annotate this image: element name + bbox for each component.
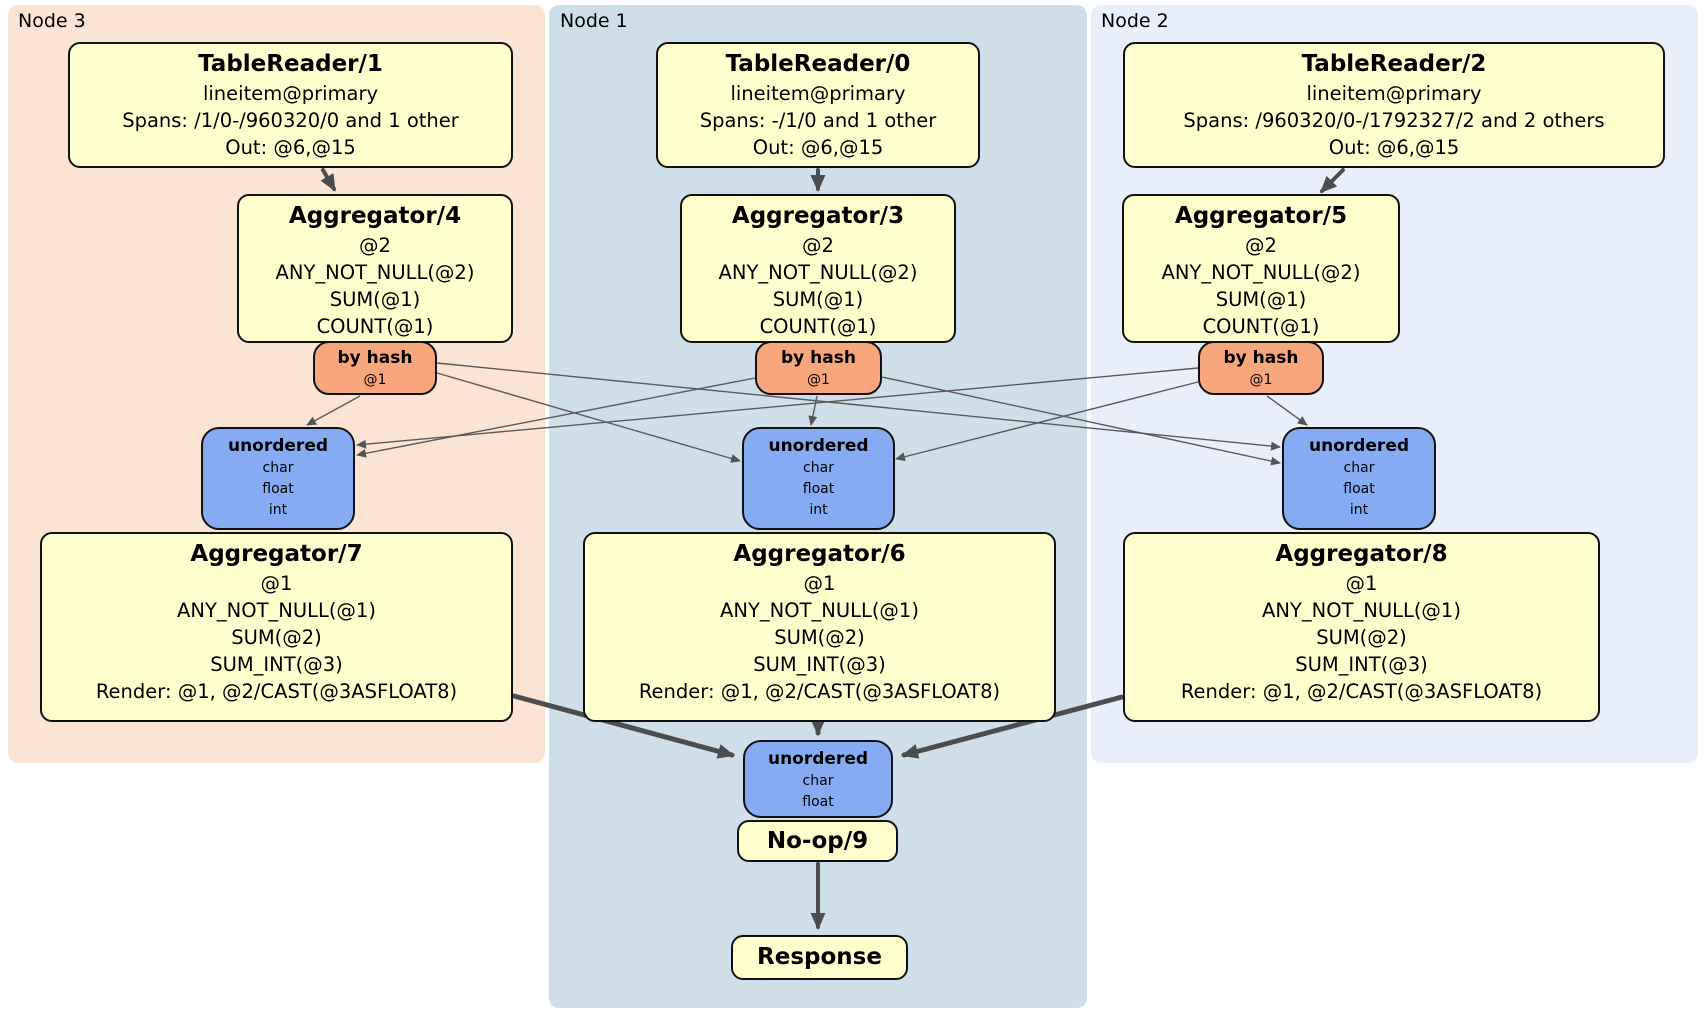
processor-render: Render: @1, @2/CAST(@3ASFLOAT8) — [1180, 680, 1543, 703]
node1-label: Node 1 — [560, 10, 628, 32]
sync-unordered-node3: unordered char float int — [201, 427, 355, 530]
processor-title: Aggregator/4 — [288, 203, 462, 229]
processor-index: lineitem@primary — [730, 82, 906, 105]
processor-title: Aggregator/8 — [1275, 541, 1448, 567]
processor-render: Render: @1, @2/CAST(@3ASFLOAT8) — [638, 680, 1001, 703]
sync-unordered-node1: unordered char float int — [742, 427, 895, 530]
processor-spans: Spans: /960320/0-/1792327/2 and 2 others — [1183, 109, 1605, 132]
processor-out: Out: @6,@15 — [752, 136, 884, 159]
processor-title: Aggregator/5 — [1174, 203, 1348, 229]
processor-index: lineitem@primary — [1306, 82, 1482, 105]
router-by-hash-node3: by hash @1 — [313, 341, 437, 395]
router-by-hash-node1: by hash @1 — [755, 341, 882, 395]
processor-tablereader-0: TableReader/0 lineitem@primary Spans: -/… — [656, 42, 980, 168]
processor-index: lineitem@primary — [202, 82, 379, 105]
router-by-hash-node2: by hash @1 — [1198, 341, 1324, 395]
processor-tablereader-1: TableReader/1 lineitem@primary Spans: /1… — [68, 42, 513, 168]
processor-title: No-op/9 — [766, 827, 869, 854]
processor-out: Out: @6,@15 — [225, 136, 356, 159]
sync-unordered-node2: unordered char float int — [1282, 427, 1436, 530]
processor-render: Render: @1, @2/CAST(@3ASFLOAT8) — [95, 680, 458, 703]
processor-title: Response — [757, 944, 882, 970]
processor-title: TableReader/0 — [725, 51, 911, 77]
processor-aggregator-8: Aggregator/8 @1 ANY_NOT_NULL(@1) SUM(@2)… — [1123, 532, 1600, 722]
processor-title: Aggregator/7 — [190, 541, 363, 567]
sync-unordered-final: unordered char float — [743, 740, 893, 818]
processor-response: Response — [731, 935, 908, 980]
processor-title: TableReader/2 — [1301, 51, 1487, 77]
processor-tablereader-2: TableReader/2 lineitem@primary Spans: /9… — [1123, 42, 1665, 168]
processor-spans: Spans: -/1/0 and 1 other — [699, 109, 937, 132]
node3-label: Node 3 — [18, 10, 86, 32]
node2-label: Node 2 — [1101, 10, 1169, 32]
processor-spans: Spans: /1/0-/960320/0 and 1 other — [122, 109, 459, 132]
processor-aggregator-3: Aggregator/3 @2 ANY_NOT_NULL(@2) SUM(@1)… — [680, 194, 956, 343]
processor-aggregator-6: Aggregator/6 @1 ANY_NOT_NULL(@1) SUM(@2)… — [583, 532, 1056, 722]
processor-noop-9: No-op/9 — [737, 820, 898, 862]
processor-aggregator-4: Aggregator/4 @2 ANY_NOT_NULL(@2) SUM(@1)… — [237, 194, 513, 343]
processor-title: TableReader/1 — [198, 51, 383, 77]
processor-out: Out: @6,@15 — [1328, 136, 1460, 159]
processor-title: Aggregator/3 — [731, 203, 905, 229]
processor-aggregator-7: Aggregator/7 @1 ANY_NOT_NULL(@1) SUM(@2)… — [40, 532, 513, 722]
processor-aggregator-5: Aggregator/5 @2 ANY_NOT_NULL(@2) SUM(@1)… — [1122, 194, 1400, 343]
processor-title: Aggregator/6 — [733, 541, 906, 567]
